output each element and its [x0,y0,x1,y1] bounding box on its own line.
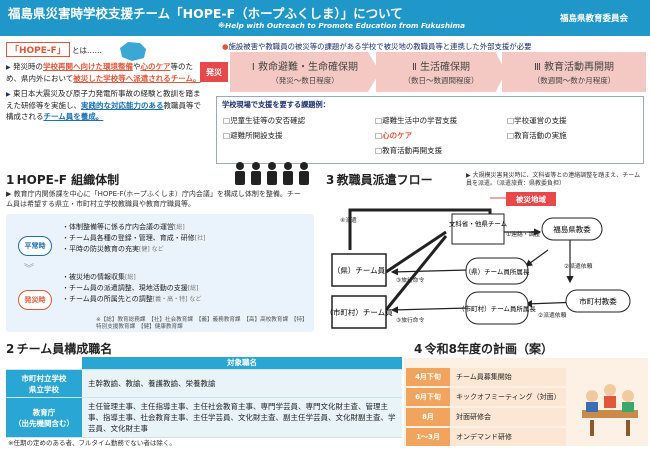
normal-task: ・チーム員各種の登録・管理、育成・研修[社] [62,234,206,242]
city-team-arrow [384,235,448,311]
issues-box: 学校現場で支援を要する課題例： □児童生徒等の安否確認 □避難所開設支援 □避難… [216,96,644,164]
table-header-row: 対象職名 [6,357,402,370]
support-need-text: ●施設被害や教職員の被災等の課題がある学校で被災地の教職員等と連携した外部支援が… [222,42,532,51]
pref-board-label: 福島県教委 [553,224,591,234]
city-board-label: 市町村教委 [579,296,617,306]
intro-paragraph-2: ▶ 東日本大震災及び原子力発電所事故の経験と教訓を踏まえた研修等を実施し、実践的… [6,89,201,121]
city-team-label: （市町村）チーム員 [330,307,393,317]
dispatch-flow-diagram: 被災地域 文科省・他県チーム 福島県教委 （県）チーム員 （市町村）チーム員 （… [330,192,631,329]
edge-label-travel-1: ③旅行命令 [396,276,425,284]
table-column-header: 対象職名 [82,357,402,369]
team-people-icon [235,162,309,185]
bullet-dot-icon: ● [222,42,229,51]
plan-schedule: 4月下旬 チーム員募集開始 6月下旬 キックオフミーティング（対面） 8月 対面… [406,368,566,448]
normal-task: ・平時の防災教育の充実[健] など [62,245,164,253]
edge-label-request-2: ②派遣依頼 [538,311,567,319]
pref-principal-label: （県）チーム員所属長 [465,267,530,276]
intro-paragraph-1: ▶ 発災時の学校再開へ向けた環境整備や心のケア等のため、県内外において被災した学… [6,62,201,83]
table-row: 市町村立学校県立学校 主幹教諭、教諭、養護教諭、栄養教諭 [6,370,402,398]
issues-col-1: □児童生徒等の安否確認 □避難所開設支援 [223,116,306,140]
bullet-triangle-icon: ▶ [6,64,11,71]
hopef-tag-suffix: とは…… [72,46,103,55]
disaster-task-list: ・被災地の情報収集[総] ・チーム員の派遣調整、現地活動の支援[総] ・チーム員… [62,272,201,305]
mext-node [451,213,505,245]
pref-team-arrow [385,230,447,274]
section2-footnote: ※任期の定めのある者、フルタイム勤務でない者は除く。 [8,439,176,447]
section3-note: ▶ 大規模災害発災時に、文科省等との連絡調整を踏まえ、チーム員を派遣。（派遣旅費… [466,172,641,187]
section1-note: ※【総】教育総務課 【社】社会教育課 【義】義務教育課 【高】高校教育課 【特】… [96,317,305,330]
issues-col-2: □避難生活中の学習支援 □心のケア □教育活動再開支援 [375,116,458,155]
city-principal-node [465,291,529,325]
phase-1: Ⅰ 救命避難・生命確保期 （発災～数日程度） [230,52,380,92]
pref-board-node [541,217,603,241]
issues-col-3: □学校運営の支援 □教育活動の実施 [507,116,567,140]
row-label: 市町村立学校県立学校 [6,370,82,397]
hopef-tag: 「HOPE-F」 [6,42,70,57]
bullet-triangle-icon: ▶ [6,91,11,98]
page-title: 福島県災害時学校支援チーム「HOPE-F（ホープふくしま）」について [8,6,403,21]
edge-label-travel-2: ③旅行命令 [396,316,425,324]
section1-org-box: 平常時 ︾ 発災時 ・体制整備等に係る庁内会議の運営[総] ・チーム員各種の登録… [6,214,314,332]
city-principal-label: （市町村）チーム員所属長 [458,304,536,313]
row-value: 主幹教諭、教諭、養護教諭、栄養教諭 [82,370,402,397]
schedule-row: 4月下旬 チーム員募集開始 [406,368,566,386]
edge-label-request-1: ②派遣依頼 [564,262,593,270]
row-label: 教育庁（出先機関含む） [6,398,82,437]
header-bar [0,0,650,36]
disaster-task: ・チーム員の派遣調整、現地活動の支援[総] [62,284,199,292]
meeting-illustration-icon [582,384,638,436]
section1-description: ▶ 教育庁内関係課を中心に「HOPE-F(ホープふくしま）庁内会議」を構成し体制… [6,190,301,208]
disaster-badge: 発災 [200,62,228,82]
section4-heading: 4 令和8年度の計画（案） [414,342,553,356]
disaster-area-node [506,192,556,206]
edge-label-dispatch: ④派遣 [340,216,357,224]
positions-table: 対象職名 市町村立学校県立学校 主幹教諭、教諭、養護教諭、栄養教諭 教育庁（出先… [6,357,402,438]
normal-task: ・体制整備等に係る庁内会議の運営[総] [62,223,185,231]
disaster-task: ・被災地の情報収集[総] [62,273,136,281]
organization-name: 福島県教育委員会 [560,14,629,24]
city-team-node [331,295,387,329]
schedule-row: 6月下旬 キックオフミーティング（対面） [406,388,566,406]
normal-task-list: ・体制整備等に係る庁内会議の運営[総] ・チーム員各種の登録・管理、育成・研修[… [62,222,205,255]
section2-heading: 2 チーム員構成職名 [6,342,113,356]
edge-label-contact: ①連絡・調整 [506,230,540,238]
page-subtitle: ※Help with Outreach to Promote Education… [218,21,466,30]
fukushima-map-icon [120,42,146,61]
section1-heading: 1 HOPE-F 組織体制 [6,173,120,187]
phase-2: Ⅱ 生活確保期 （数日～数週間程度） [376,52,506,92]
schedule-row: 8月 対面研修会 [406,408,566,426]
pref-team-node [331,253,387,287]
row-value: 主任管理主事、主任指導主事、主任社会教育主事、専門学芸員、専門文化財主査、管理主… [82,398,402,437]
intro-panel: 「HOPE-F」 とは…… ▶ 発災時の学校再開へ向けた環境整備や心のケア等のた… [6,42,206,170]
schedule-row: 1～3月 オンデマンド研修 [406,428,566,446]
table-row: 教育庁（出先機関含む） 主任管理主事、主任指導主事、主任社会教育主事、専門学芸員… [6,398,402,438]
disaster-task: ・チーム員の所属先との調整[義・高・特] など [62,295,202,303]
disaster-area-label: 被災地域 [516,194,546,204]
mext-label: 文科省・他県チーム [449,219,508,228]
issues-title: 学校現場で支援を要する課題例： [222,100,330,109]
chevron-down-icon: ︾ [24,264,34,275]
normal-period-badge: 平常時 [18,236,52,256]
pref-principal-node [465,257,529,285]
city-board-node [565,289,631,313]
pref-team-label: （県）チーム員 [333,266,386,275]
disaster-period-badge: 発災時 [18,290,52,310]
section3-heading: 3 教職員派遣フロー [326,173,433,187]
phase-3: Ⅲ 教育活動再開期 （数週間～数か月程度） [502,52,646,92]
